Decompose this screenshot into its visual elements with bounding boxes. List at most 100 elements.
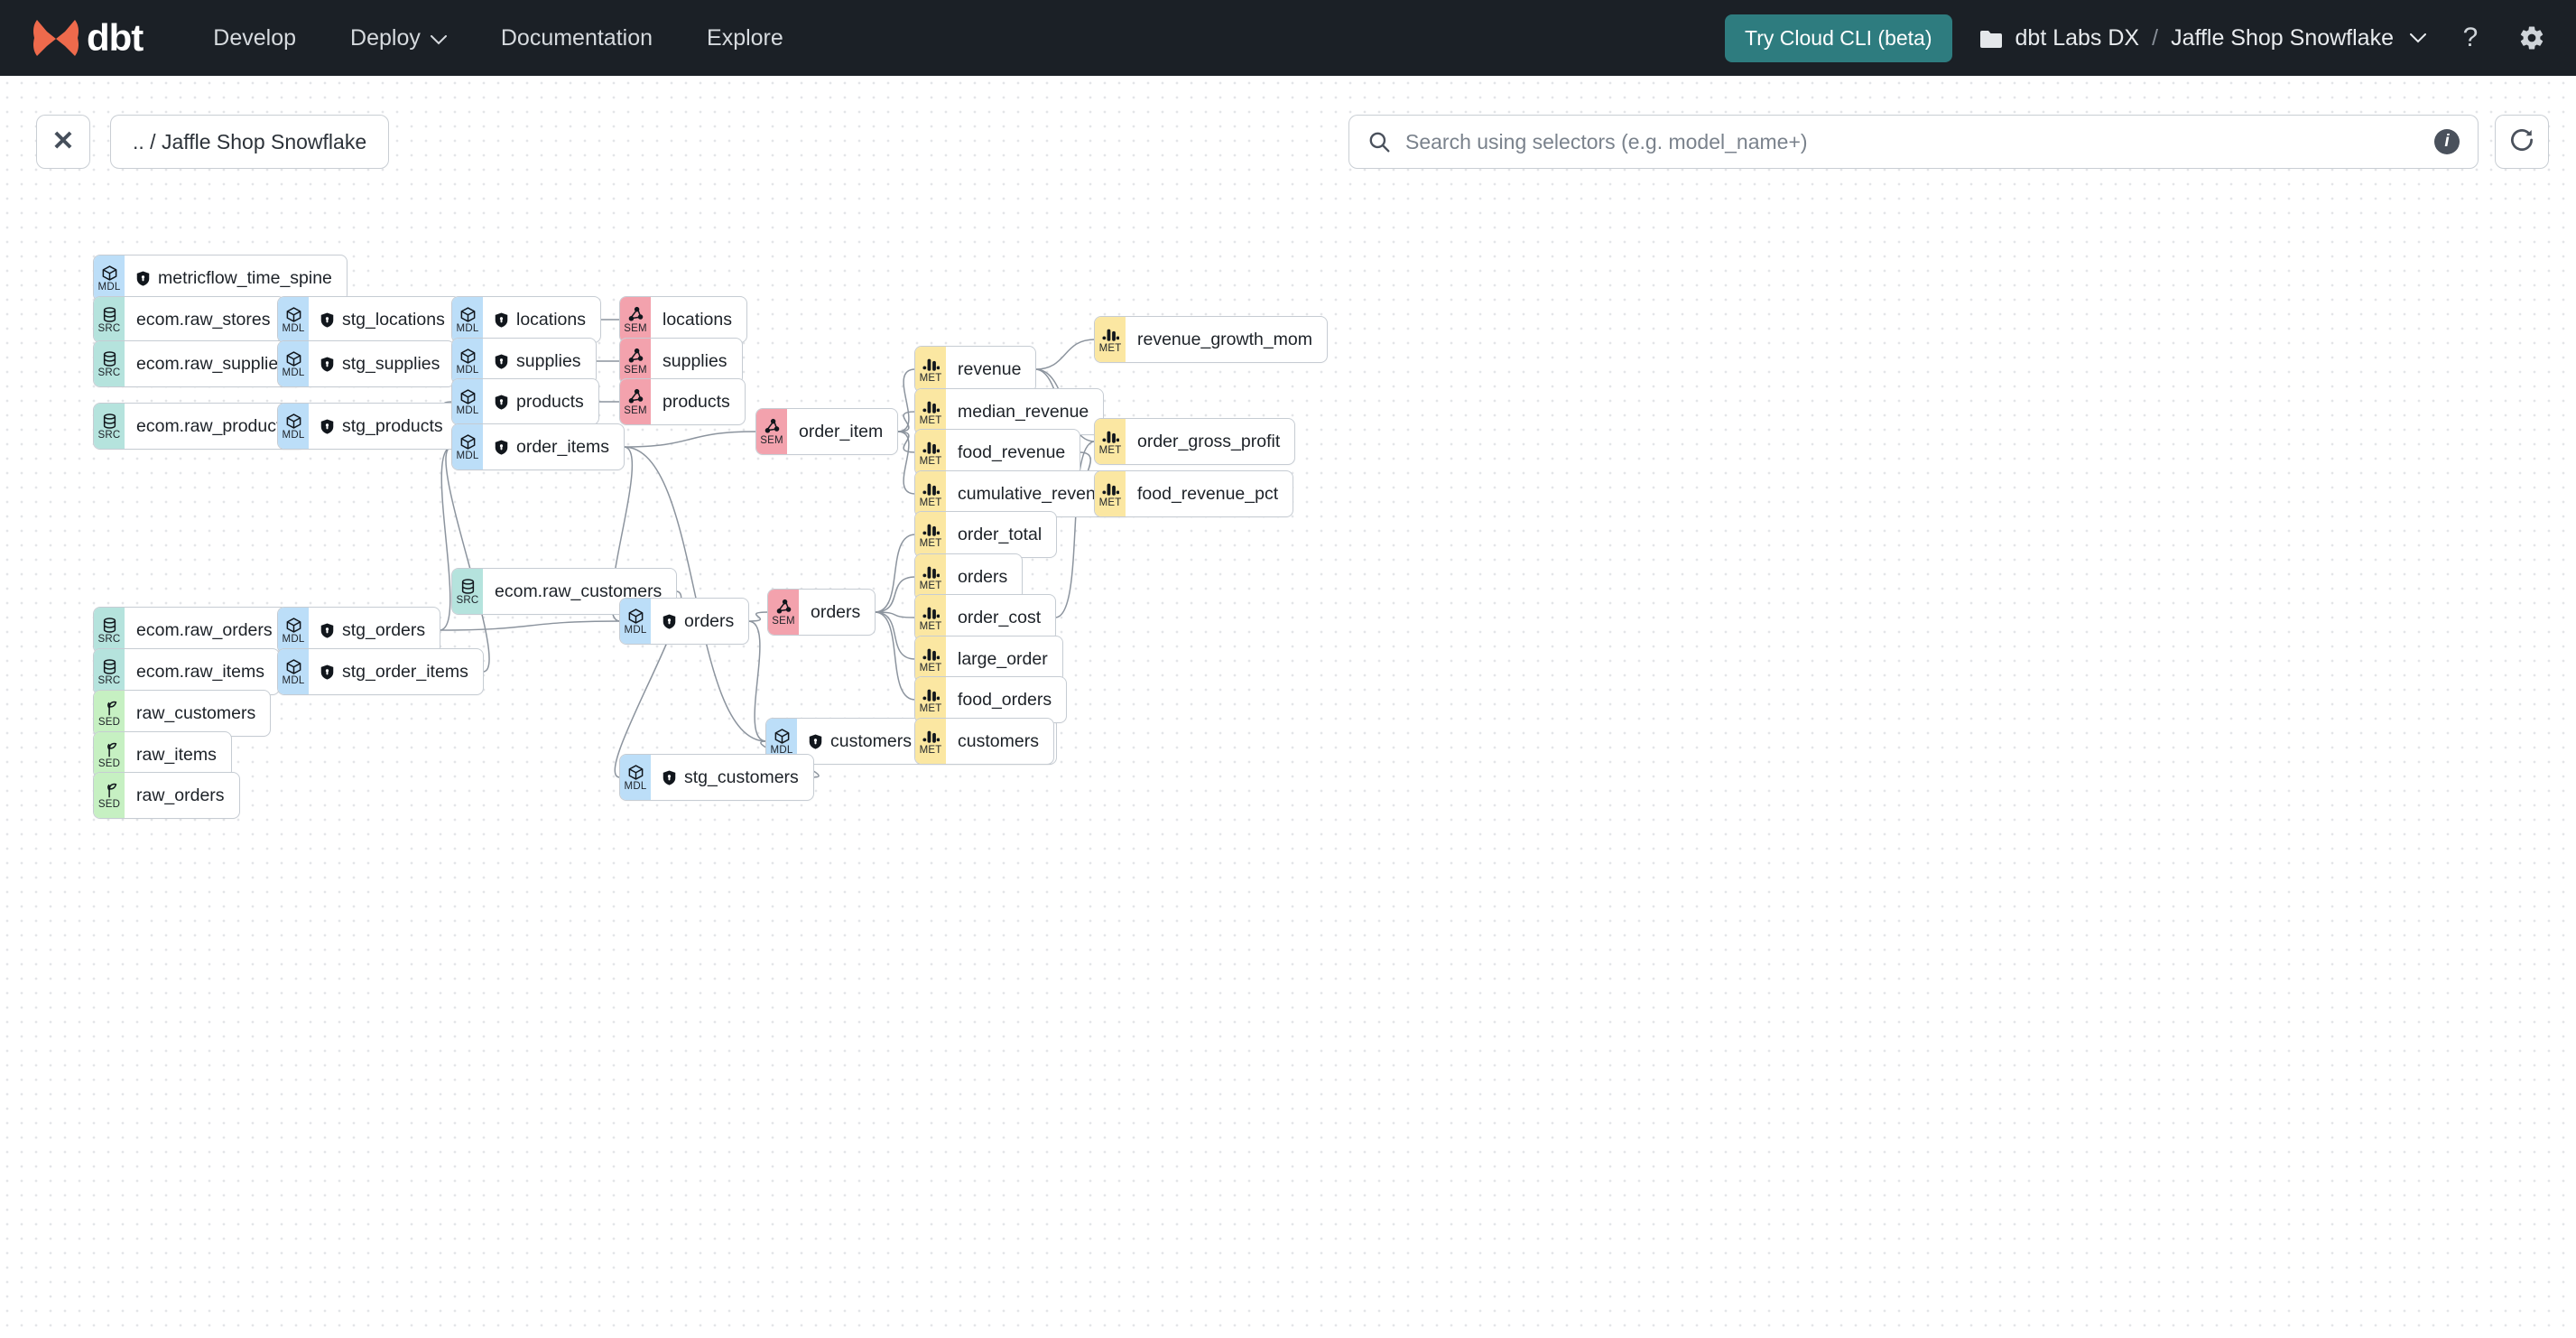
node-name-text: raw_orders (136, 785, 225, 805)
met-icon (922, 646, 940, 663)
project-chevron-down-icon[interactable] (2410, 29, 2426, 48)
try-cloud-cli-button[interactable]: Try Cloud CLI (beta) (1725, 14, 1952, 62)
graph-node-met_food_revenue[interactable]: MET food_revenue (915, 430, 1080, 475)
mdl-icon (459, 348, 477, 365)
selector-search-box[interactable]: i (1348, 115, 2479, 169)
mdl-icon (285, 413, 302, 430)
node-label: order_total (946, 512, 1056, 557)
refresh-button[interactable] (2495, 115, 2549, 169)
node-label: raw_orders (125, 773, 239, 818)
info-icon[interactable]: i (2434, 129, 2460, 154)
graph-toolbar: ✕ .. / Jaffle Shop Snowflake i (0, 76, 2576, 169)
node-name-text: supplies (516, 350, 581, 371)
nav-item-deploy[interactable]: Deploy (350, 25, 447, 51)
sed-icon (101, 741, 118, 758)
graph-breadcrumb-button[interactable]: .. / Jaffle Shop Snowflake (110, 115, 390, 169)
nav-item-documentation[interactable]: Documentation (501, 25, 653, 51)
node-type-badge-met: MET (915, 554, 946, 599)
node-name-text: ecom.raw_products (136, 415, 291, 436)
node-label: customers (946, 719, 1053, 764)
nav-label-documentation: Documentation (500, 24, 653, 51)
node-type-badge-met: MET (1095, 419, 1126, 464)
sem-icon (764, 418, 781, 435)
node-type-badge-met: MET (915, 430, 946, 475)
met-icon (1101, 428, 1119, 445)
sem-icon (627, 388, 644, 405)
met-icon (922, 398, 940, 415)
node-type-badge-met: MET (915, 636, 946, 682)
dbt-logo[interactable]: dbt (31, 16, 144, 60)
node-name-text: stg_supplies (342, 353, 440, 374)
node-label: supplies (483, 339, 596, 384)
node-name-text: customers (958, 730, 1039, 751)
close-icon: ✕ (51, 126, 75, 156)
node-name-text: orders (684, 610, 735, 631)
account-project-breadcrumb[interactable]: dbt Labs DX / Jaffle Shop Snowflake (1979, 25, 2426, 51)
nav-item-explore[interactable]: Explore (707, 25, 783, 51)
help-icon[interactable]: ? (2453, 21, 2488, 55)
node-type-badge-sem: SEM (620, 379, 651, 424)
contract-shield-icon (495, 394, 508, 410)
search-input[interactable] (1405, 129, 2420, 154)
node-label: ecom.raw_items (125, 649, 279, 694)
node-name-text: food_revenue (958, 441, 1066, 462)
node-type-badge-met: MET (1095, 471, 1126, 516)
node-label: median_revenue (946, 389, 1103, 434)
contract-shield-icon (136, 270, 150, 286)
project-name[interactable]: Jaffle Shop Snowflake (2171, 24, 2394, 51)
search-icon (1367, 130, 1391, 153)
node-label: orders (799, 590, 875, 635)
node-name-text: locations (663, 309, 732, 330)
node-name-text: revenue (958, 358, 1022, 379)
node-name-text: order_cost (958, 607, 1042, 627)
node-type-badge-sem: SEM (620, 297, 651, 342)
node-label: stg_orders (309, 608, 440, 653)
node-label: order_items (483, 424, 624, 469)
graph-node-sem_locations[interactable]: SEM locations (620, 297, 746, 342)
node-type-badge-src: SRC (94, 649, 125, 694)
gear-icon[interactable] (2515, 21, 2549, 55)
mdl-icon (459, 433, 477, 451)
nav-item-develop[interactable]: Develop (213, 25, 296, 51)
sed-icon (101, 700, 118, 717)
met-icon (922, 728, 940, 745)
close-button[interactable]: ✕ (36, 115, 90, 169)
